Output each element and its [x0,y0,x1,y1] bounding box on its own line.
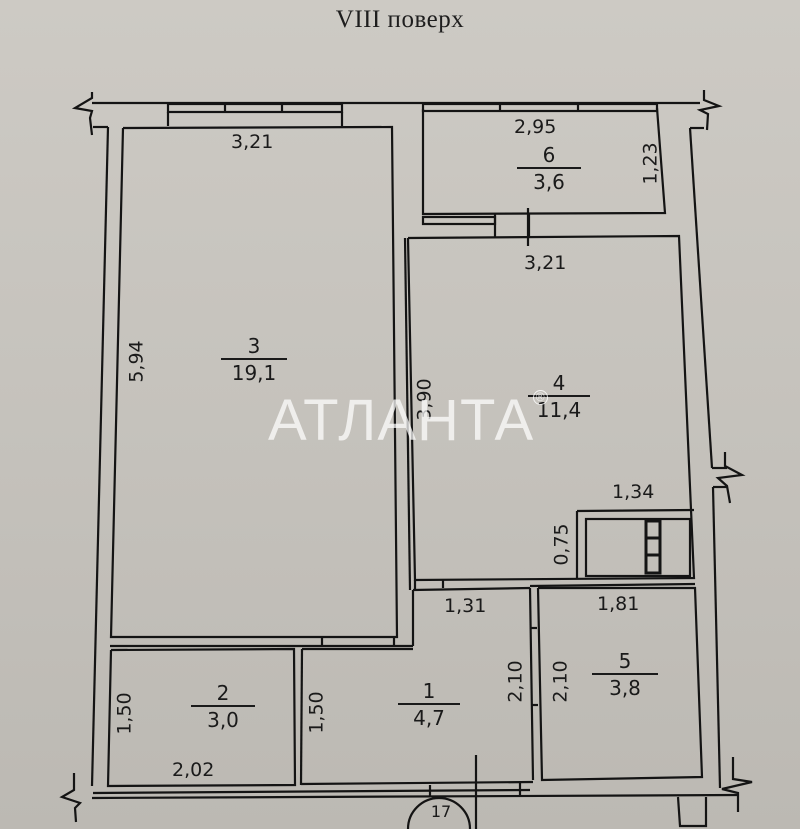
room-6-area: 3,6 [517,167,581,192]
dim-room3-length: 5,94 [125,340,148,383]
room-6-number: 6 [542,143,556,167]
registered-mark-icon: ® [533,390,549,405]
room-3-label: 3 19,1 [221,336,287,383]
room-3-number: 3 [247,334,261,358]
dim-room6-depth: 1,23 [639,142,662,185]
axis-marker-label: 17 [430,802,452,821]
room-5-number: 5 [618,649,632,673]
room-1-label: 1 4,7 [398,681,460,728]
watermark-text: АТЛАНТА [268,388,535,453]
dim-room1-width: 1,31 [444,595,487,617]
dim-room3-width: 3,21 [231,131,274,153]
room-2-number: 2 [216,681,230,705]
dim-niche-width: 1,34 [612,481,655,503]
room-1-number: 1 [422,679,436,703]
room-4-area: 11,4 [528,395,590,420]
dim-room2-length: 1,50 [113,692,136,735]
dim-room5-width: 1,81 [597,593,640,615]
room-4-number: 4 [552,371,566,395]
room-4-label: 4 11,4 [528,373,590,420]
dim-room5-length: 2,10 [549,660,572,703]
room-2-label: 2 3,0 [191,683,255,730]
dim-room2-width: 2,02 [172,759,215,781]
dim-corridor-length: 1,50 [305,691,328,734]
dim-niche-depth: 0,75 [550,523,573,566]
watermark-logo: АТЛАНТА ® [268,390,549,450]
room-1-area: 4,7 [398,703,460,728]
room-2-area: 3,0 [191,705,255,730]
room-5-label: 5 3,8 [592,651,658,698]
room-3-area: 19,1 [221,358,287,383]
room-5-area: 3,8 [592,673,658,698]
dim-room6-width: 2,95 [514,116,557,138]
room-6-label: 6 3,6 [517,145,581,192]
floor-title: VIII поверх [335,6,465,33]
dim-room1-length: 2,10 [504,660,527,703]
dim-room4-width: 3,21 [524,252,567,274]
